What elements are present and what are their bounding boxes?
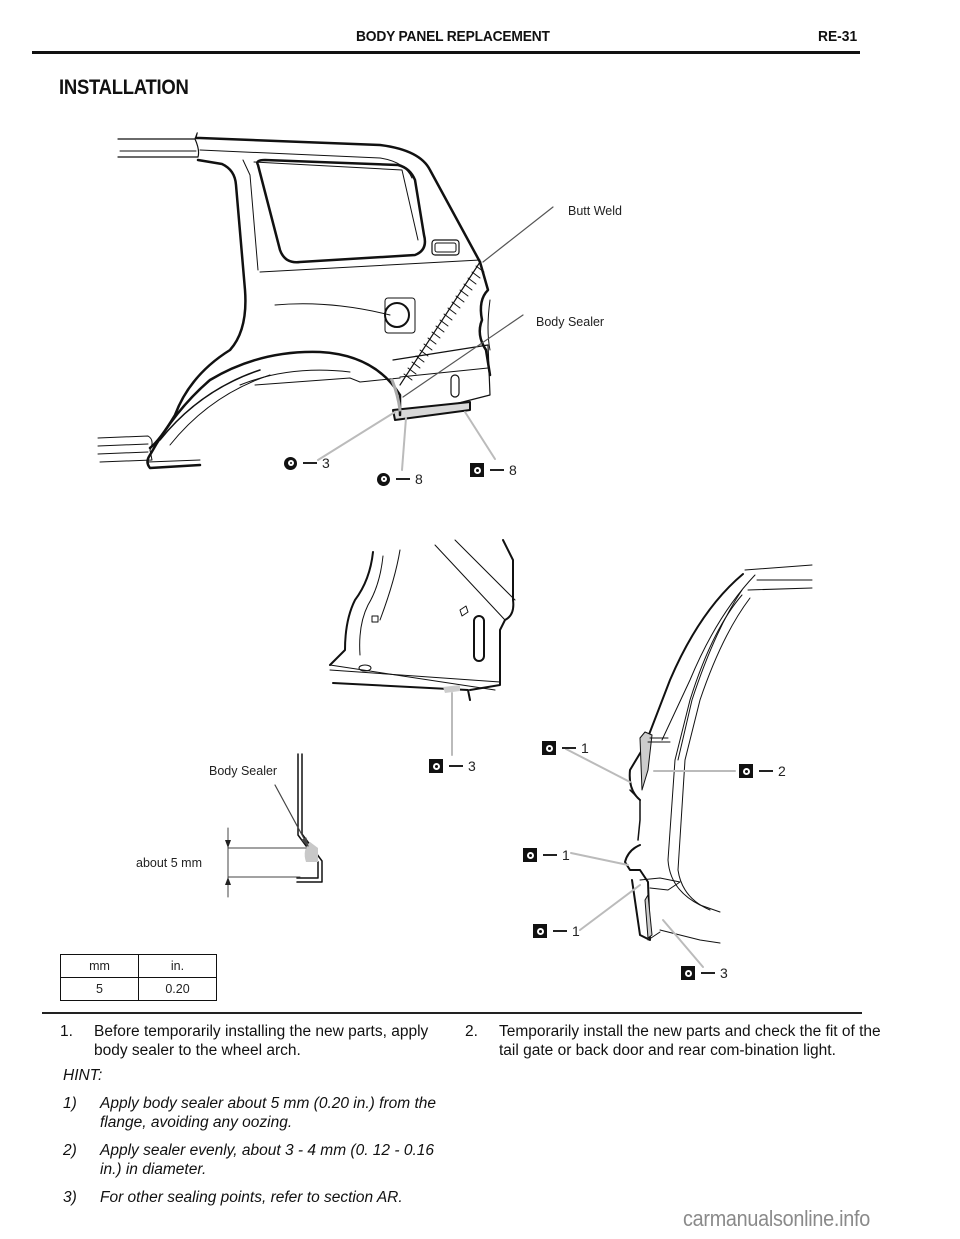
butt-weld-marks (403, 265, 485, 381)
about-5mm-label: about 5 mm (136, 856, 203, 870)
instructions-right-column: 2. Temporarily install the new parts and… (465, 1022, 885, 1060)
dash (303, 462, 317, 464)
square-spot-weld-icon (533, 924, 547, 938)
step-text: Before temporarily installing the new pa… (94, 1023, 429, 1059)
weld-count: 1 (581, 740, 589, 756)
dash (543, 854, 557, 856)
table-header-row: mm in. (60, 954, 217, 978)
weld-count: 1 (562, 847, 570, 863)
square-spot-weld-icon (429, 759, 443, 773)
table-header-in: in. (138, 954, 217, 978)
spot-weld-callout: 3 (284, 455, 330, 471)
table-cell-in: 0.20 (138, 977, 217, 1001)
hint-item-1: 1) Apply body sealer about 5 mm (0.20 in… (63, 1094, 453, 1132)
section-divider (42, 1012, 862, 1014)
table-row: 5 0.20 (60, 977, 217, 1001)
step-text: Temporarily install the new parts and ch… (499, 1023, 881, 1059)
butt-weld-label: Butt Weld (568, 204, 622, 218)
weld-count: 1 (572, 923, 580, 939)
hint-text: Apply sealer evenly, about 3 - 4 mm (0. … (100, 1142, 434, 1178)
weld-count: 3 (322, 455, 330, 471)
body-sealer-label-top: Body Sealer (536, 315, 605, 329)
hint-number: 3) (63, 1189, 77, 1206)
hint-label: HINT: (63, 1067, 103, 1084)
round-spot-weld-icon (377, 472, 390, 486)
weld-count: 3 (720, 965, 728, 981)
square-spot-weld-icon (681, 966, 695, 980)
spot-weld-callout: 2 (739, 763, 786, 779)
weld-count: 3 (468, 758, 476, 774)
dash (396, 478, 410, 480)
dash (562, 747, 576, 749)
dash (553, 930, 567, 932)
square-spot-weld-icon (523, 848, 537, 862)
hint-text: Apply body sealer about 5 mm (0.20 in.) … (100, 1095, 436, 1131)
spot-weld-callout: 1 (523, 847, 570, 863)
hint-text: For other sealing points, refer to secti… (100, 1189, 403, 1206)
spot-weld-callout: 3 (681, 965, 728, 981)
square-spot-weld-icon (739, 764, 753, 778)
dash (759, 770, 773, 772)
dash (490, 469, 504, 471)
table-cell-mm: 5 (60, 977, 139, 1001)
dash (449, 765, 463, 767)
header-title: BODY PANEL REPLACEMENT (356, 28, 550, 45)
section-title: INSTALLATION (59, 76, 189, 99)
wheel-arch-detail-drawing (329, 539, 516, 756)
table-header-mm: mm (60, 954, 139, 978)
body-panel-illustration (97, 132, 813, 968)
conversion-table: mm in. 5 0.20 (60, 954, 217, 1001)
spot-weld-callout: 3 (429, 758, 476, 774)
step-number: 2. (465, 1023, 478, 1040)
spot-weld-callout: 1 (533, 923, 580, 939)
hint-item-2: 2) Apply sealer evenly, about 3 - 4 mm (… (63, 1141, 453, 1179)
rear-pillar-drawing (565, 564, 813, 968)
hint-item-3: 3) For other sealing points, refer to se… (63, 1188, 453, 1207)
hint-number: 1) (63, 1095, 77, 1112)
weld-count: 8 (509, 462, 517, 478)
square-spot-weld-icon (470, 463, 484, 477)
spot-weld-callout: 1 (542, 740, 589, 756)
quarter-panel-drawing (97, 132, 554, 471)
step-2: 2. Temporarily install the new parts and… (465, 1022, 885, 1060)
hint-number: 2) (63, 1142, 77, 1159)
weld-count: 2 (778, 763, 786, 779)
spot-weld-callout: 8 (470, 462, 517, 478)
sealer-cross-section-drawing (225, 753, 323, 898)
page-number: RE-31 (818, 28, 858, 45)
step-number: 1. (60, 1023, 73, 1040)
body-sealer-label-bottom: Body Sealer (209, 764, 278, 778)
watermark: carmanualsonline.info (683, 1206, 870, 1231)
round-spot-weld-icon (284, 456, 297, 470)
instructions-left-column: 1. Before temporarily installing the new… (43, 1022, 453, 1207)
spot-weld-callout: 8 (377, 471, 423, 487)
step-1: 1. Before temporarily installing the new… (60, 1022, 453, 1060)
dash (701, 972, 715, 974)
header-rule-full (32, 51, 860, 54)
weld-count: 8 (415, 471, 423, 487)
square-spot-weld-icon (542, 741, 556, 755)
